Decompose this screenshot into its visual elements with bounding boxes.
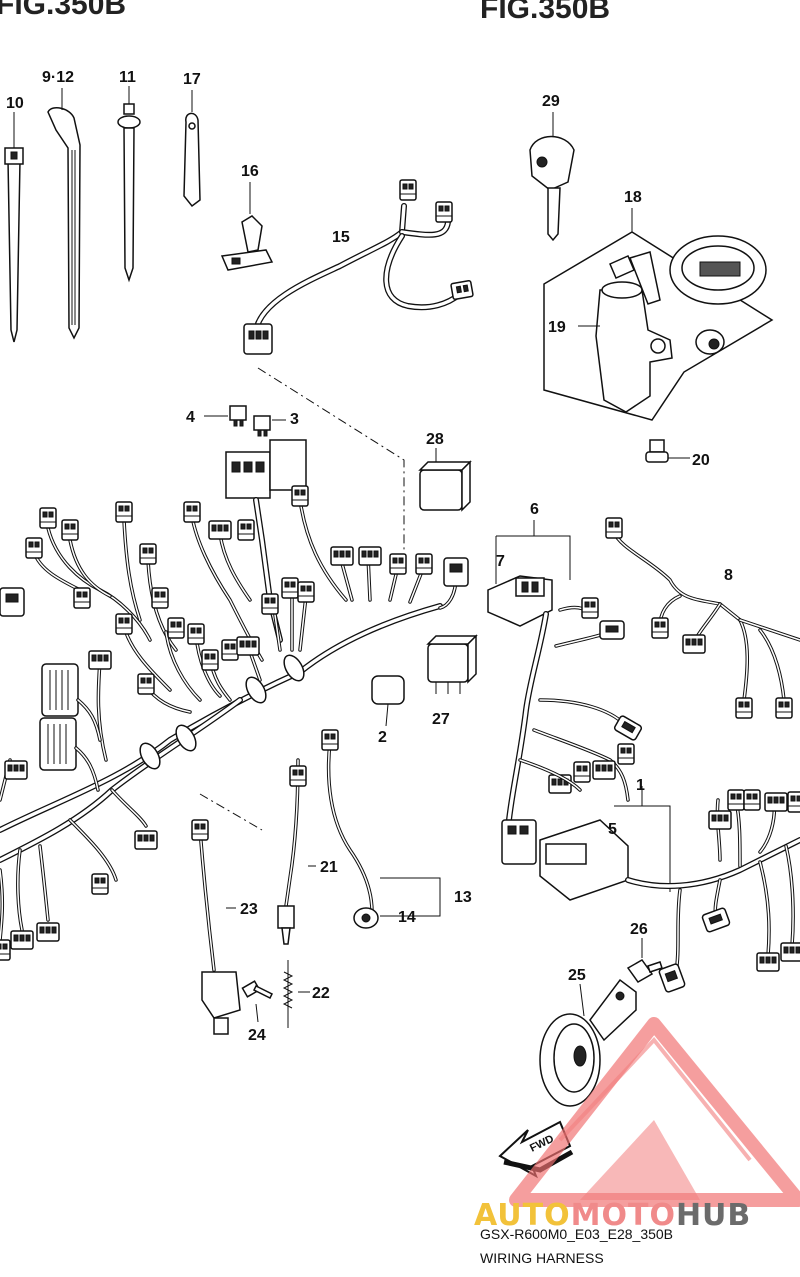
horn-25 bbox=[539, 978, 637, 1107]
ref-line-23 bbox=[199, 793, 263, 831]
callout-25: 25 bbox=[568, 967, 586, 984]
callout-11: 11 bbox=[119, 69, 136, 86]
sub-harness-6 bbox=[487, 520, 800, 993]
callout-8: 8 bbox=[724, 567, 733, 584]
callout-21: 21 bbox=[320, 859, 338, 876]
callout-9-12: 9·12 bbox=[42, 69, 74, 86]
clamp-17 bbox=[183, 90, 201, 208]
callout-16: 16 bbox=[241, 163, 259, 180]
lock-set-18 bbox=[543, 208, 774, 463]
sub-harness-8 bbox=[605, 517, 800, 719]
callout-20: 20 bbox=[692, 452, 710, 469]
callout-15: 15 bbox=[332, 229, 350, 246]
callout-27: 27 bbox=[432, 711, 450, 728]
relay-28 bbox=[418, 448, 472, 512]
diagram-title: WIRING HARNESS bbox=[480, 1250, 604, 1266]
callout-28: 28 bbox=[426, 431, 444, 448]
callout-26: 26 bbox=[630, 921, 648, 938]
ref-line-15 bbox=[257, 367, 405, 552]
callout-2: 2 bbox=[378, 729, 387, 746]
fuses-3-4 bbox=[204, 405, 286, 437]
header-fig-right: FIG.350B bbox=[480, 0, 610, 25]
callout-23: 23 bbox=[240, 901, 258, 918]
callout-3: 3 bbox=[290, 411, 299, 428]
callout-6: 6 bbox=[530, 501, 539, 518]
callout-7: 7 bbox=[496, 553, 505, 570]
lead-wire-13-14 bbox=[321, 729, 379, 929]
callout-24: 24 bbox=[248, 1027, 266, 1044]
bolt-26 bbox=[626, 938, 663, 983]
callout-labels: 10 9·12 11 17 16 15 29 18 19 20 4 3 28 6… bbox=[6, 69, 733, 1044]
cable-tie-11 bbox=[117, 86, 141, 283]
sensor-23 bbox=[191, 819, 241, 1035]
header-fig-left: FIG.350B bbox=[0, 0, 126, 21]
watermark-logo bbox=[509, 1017, 800, 1207]
callout-19: 19 bbox=[548, 319, 566, 336]
ignition-switch-19 bbox=[578, 251, 673, 413]
callout-5: 5 bbox=[608, 821, 617, 838]
bracket-16 bbox=[220, 182, 274, 271]
callout-14: 14 bbox=[398, 909, 416, 926]
callout-1: 1 bbox=[636, 777, 645, 794]
callout-22: 22 bbox=[312, 985, 330, 1002]
watermark-text: AUTOMOTOHUB bbox=[474, 1198, 752, 1233]
sub-harness-15 bbox=[243, 179, 474, 355]
callout-10: 10 bbox=[6, 95, 24, 112]
key-29 bbox=[529, 112, 575, 242]
spring-22 bbox=[282, 960, 294, 1028]
relay-27 bbox=[426, 634, 478, 694]
cable-tie-9-12 bbox=[47, 88, 81, 340]
main-wiring-harness bbox=[0, 439, 469, 961]
cable-tie-10 bbox=[4, 112, 24, 343]
callout-29: 29 bbox=[542, 93, 560, 110]
callout-17: 17 bbox=[183, 71, 201, 88]
callout-18: 18 bbox=[624, 189, 642, 206]
diagram-code: GSX-R600M0_E03_E28_350B bbox=[480, 1226, 674, 1242]
callout-13: 13 bbox=[454, 889, 472, 906]
bolt-24 bbox=[241, 980, 274, 1000]
screw-20 bbox=[645, 439, 690, 463]
callout-4: 4 bbox=[186, 409, 195, 426]
sensor-21 bbox=[277, 758, 307, 945]
cap-2 bbox=[371, 675, 405, 727]
